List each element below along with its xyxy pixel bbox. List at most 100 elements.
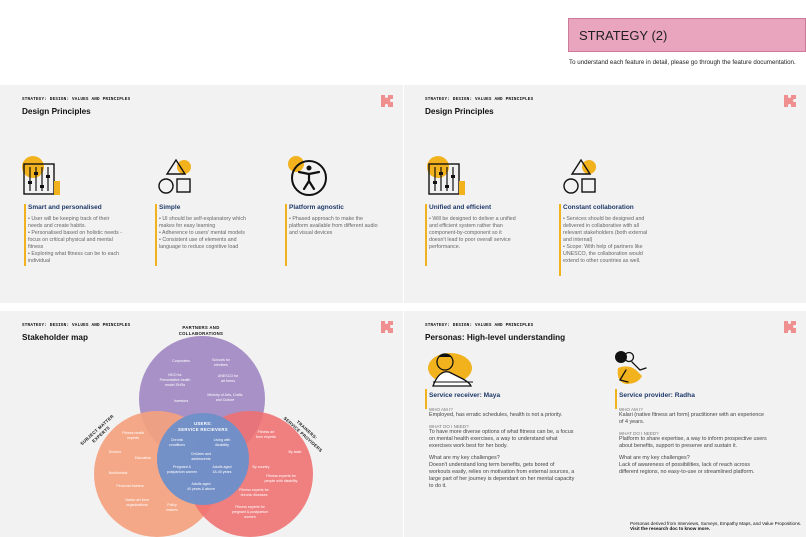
principle-list: • Services should be designed and delive… bbox=[559, 216, 684, 265]
stakeholder-item: Preventative health bbox=[160, 378, 191, 382]
panel-eyebrow: STRATEGY: DESIGN: VALUES AND PRINCIPLES bbox=[425, 323, 534, 328]
partners-label: COLLABORATIONS bbox=[179, 331, 223, 336]
list-item: extend to other countries as well. bbox=[563, 258, 641, 264]
stakeholder-item: art forms bbox=[221, 379, 235, 383]
persona-radha: Service provider: Radha WHO AM I? Kalari… bbox=[615, 389, 800, 476]
stakeholder-item: adolescents bbox=[191, 457, 210, 461]
need-text: Platform to share expertise, a way to in… bbox=[619, 436, 767, 442]
challenge-text: large part of her journey is dependant o… bbox=[429, 476, 575, 482]
stakeholder-item: Fitness experts for bbox=[266, 474, 296, 478]
stakeholder-item: NGO for bbox=[168, 373, 182, 377]
need-text: To have more diverse options of what fit… bbox=[429, 429, 574, 435]
list-item: language to reduce cognitive load bbox=[159, 244, 239, 250]
list-item: UNESCO, the collaboration would bbox=[563, 251, 643, 257]
personas-footnote: Personas derived from Interviews, Survey… bbox=[630, 521, 802, 531]
puzzle-icon bbox=[381, 95, 393, 107]
footnote-line: Personas derived from Interviews, Survey… bbox=[630, 521, 802, 526]
stakeholder-item: UNESCO for bbox=[218, 374, 239, 378]
list-item: • User will be keeping track of their bbox=[28, 216, 110, 222]
list-item: and visual devices bbox=[289, 230, 333, 236]
list-item: • Consistent use of elements and bbox=[159, 237, 237, 243]
puzzle-icon bbox=[784, 95, 796, 107]
stakeholder-item: conditions bbox=[169, 443, 185, 447]
stakeholder-item: Native art form bbox=[125, 498, 149, 502]
list-item: • Adherence to users' mental models bbox=[159, 230, 245, 236]
stakeholder-item: Chronic bbox=[171, 438, 184, 442]
page-subtitle: To understand each feature in detail, pl… bbox=[569, 59, 796, 66]
challenge-text: Lack of awareness of possibilities, lack… bbox=[619, 462, 750, 468]
design-principles-panel-1: STRATEGY: DESIGN: VALUES AND PRINCIPLES … bbox=[0, 85, 403, 303]
panel-eyebrow: STRATEGY: DESIGN: VALUES AND PRINCIPLES bbox=[22, 97, 131, 102]
stakeholder-item: organisations bbox=[126, 503, 148, 507]
maya-avatar bbox=[428, 353, 473, 387]
users-circle bbox=[157, 413, 249, 505]
challenge-text: to do it. bbox=[429, 483, 447, 489]
stakeholder-item: Schools for bbox=[212, 358, 231, 362]
stakeholder-item: makers bbox=[166, 508, 178, 512]
stakeholder-item: disability bbox=[215, 443, 229, 447]
stakeholder-item: postpartum women bbox=[167, 470, 198, 474]
persona-name: Service provider: Radha bbox=[619, 392, 695, 399]
list-item: • Phased approach to make the bbox=[289, 216, 363, 222]
shapes-icon bbox=[563, 158, 596, 194]
panel-title: Design Principles bbox=[22, 107, 91, 116]
challenge-label: What are my key challenges? bbox=[619, 455, 690, 461]
who-label: WHO AM I? bbox=[619, 407, 643, 412]
challenge-label: What are my key challenges? bbox=[429, 455, 500, 461]
principle-constant-collaboration: Constant collaboration • Services should… bbox=[559, 204, 684, 276]
stakeholder-item: Policy bbox=[167, 503, 177, 507]
radha-avatar bbox=[615, 351, 647, 384]
stakeholder-item: Pregnant & bbox=[173, 465, 192, 469]
list-item: • Services should be designed and bbox=[563, 216, 645, 222]
panel-title: Personas: High-level understanding bbox=[425, 333, 566, 342]
who-label: WHO AM I? bbox=[429, 407, 453, 412]
stakeholder-item: and Culture bbox=[216, 398, 235, 402]
list-item: delivered in collaborative with all bbox=[563, 223, 639, 229]
principle-unified-efficient: Unified and efficient • Will be designed… bbox=[425, 204, 550, 266]
panel-title: Stakeholder map bbox=[22, 333, 88, 342]
principle-title: Smart and personalised bbox=[28, 204, 102, 211]
design-principles-panel-2: STRATEGY: DESIGN: VALUES AND PRINCIPLES … bbox=[404, 85, 806, 303]
list-item: and internal) bbox=[563, 237, 593, 243]
stakeholder-map-panel: STRATEGY: DESIGN: VALUES AND PRINCIPLES … bbox=[0, 311, 403, 537]
need-text: on mental health exercises, a way to und… bbox=[429, 436, 558, 442]
page-title: STRATEGY (2) bbox=[568, 18, 806, 52]
principle-simple: Simple • UI should be self-explanatory w… bbox=[155, 204, 273, 266]
list-item: • Exploring what fitness can be to each bbox=[28, 251, 120, 257]
stakeholder-item: Ministry of Arts, Crafts bbox=[207, 393, 242, 397]
principle-platform-agnostic: Platform agnostic • Phased approach to m… bbox=[285, 204, 403, 266]
stakeholder-item: Adults aged bbox=[213, 465, 232, 469]
stakeholder-item: pregnant & postpartum bbox=[232, 510, 269, 514]
list-item: makes for easy learning bbox=[159, 223, 216, 229]
stakeholder-item: Fitness experts for bbox=[235, 505, 265, 509]
stakeholder-item: Living with bbox=[214, 438, 231, 442]
need-label: WHAT DO I NEED? bbox=[429, 424, 469, 429]
stakeholder-item: Fitness health bbox=[122, 431, 144, 435]
stakeholder-item: By country bbox=[253, 465, 270, 469]
sliders-icon bbox=[427, 156, 465, 195]
list-item: • Will be designed to deliver a unified bbox=[429, 216, 516, 222]
accent-bar bbox=[615, 389, 617, 409]
stakeholder-venn-diagram: PARTNERS AND COLLABORATIONS SUBJECT MATT… bbox=[79, 325, 323, 537]
stakeholder-item: 18-40 years bbox=[213, 470, 232, 474]
footnote-line: Visit the research doc to know more. bbox=[630, 526, 711, 531]
principle-list: • User will be keeping track of their ne… bbox=[24, 216, 142, 265]
stakeholder-item: model SHGs bbox=[165, 383, 186, 387]
principle-smart-personalised: Smart and personalised • User will be ke… bbox=[24, 204, 142, 266]
list-item: focus on critical physical and mental bbox=[28, 237, 113, 243]
stakeholder-item: experts bbox=[127, 436, 139, 440]
who-text: of 4 years. bbox=[619, 419, 645, 425]
panel-eyebrow: STRATEGY: DESIGN: VALUES AND PRINCIPLES bbox=[22, 323, 131, 328]
principle-list: • UI should be self-explanatory which ma… bbox=[155, 216, 273, 251]
persona-maya: Service receiver: Maya WHO AM I? Employe… bbox=[425, 389, 605, 490]
list-item: needs and create habits. bbox=[28, 223, 87, 229]
stakeholder-item: Nutritionists bbox=[109, 471, 128, 475]
list-item: component-by-component so it bbox=[429, 230, 502, 236]
puzzle-icon bbox=[784, 321, 796, 333]
users-label: SERVICE RECIEVERS bbox=[178, 427, 228, 432]
stakeholder-item: women bbox=[244, 515, 256, 519]
shapes-icon bbox=[158, 158, 191, 194]
puzzle-icon bbox=[381, 321, 393, 333]
sliders-icon bbox=[22, 156, 60, 195]
accent-bar bbox=[425, 389, 427, 409]
